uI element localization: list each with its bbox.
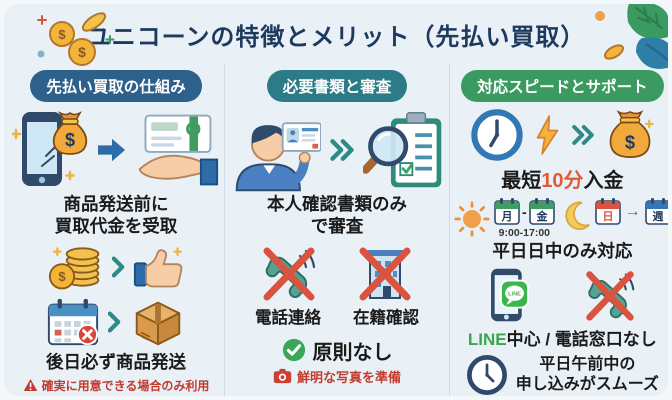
money-then-ok-illustration: $ bbox=[48, 242, 185, 292]
moneybag-dollar-glyph: $ bbox=[65, 130, 75, 150]
caption-line: 商品発送前に bbox=[63, 194, 169, 214]
line-support-caption: LINE中心 / 電話窓口なし bbox=[468, 325, 657, 350]
line-rest: 中心 / 電話窓口なし bbox=[506, 329, 657, 349]
line-vs-phone-illustration: LINE bbox=[485, 267, 639, 323]
warning-note: 確実に用意できる場合のみ利用 bbox=[23, 377, 210, 394]
no-contact-labels: 電話連絡 在籍確認 bbox=[255, 304, 419, 328]
no-phone-call-icon bbox=[258, 244, 320, 302]
label-phone-contact: 電話連絡 bbox=[255, 308, 321, 327]
deposit-highlight: 10分 bbox=[541, 170, 584, 192]
chevron-right-icon bbox=[111, 256, 125, 278]
column3-heading-pill: 対応スピードとサポート bbox=[461, 70, 664, 102]
no-phone-call-icon bbox=[581, 268, 639, 322]
caption-ship-later: 後日必ず商品発送 bbox=[46, 351, 186, 372]
no-contact-illustration bbox=[258, 244, 416, 302]
clock-icon bbox=[466, 354, 508, 396]
chevron-right-icon bbox=[107, 311, 121, 333]
header: $ $ ユニコーンの特徴とメリット（先払い買取） bbox=[4, 4, 668, 69]
fast-deposit-illustration: $ bbox=[470, 108, 655, 162]
magnifier-clipboard-icon bbox=[363, 108, 445, 192]
principle-row: 原則なし bbox=[282, 336, 393, 365]
caption-line: 平日午前中の bbox=[539, 355, 636, 373]
coin-dollar-glyph: $ bbox=[58, 27, 66, 42]
person-with-id-icon bbox=[229, 108, 321, 192]
deposit-prefix: 最短 bbox=[501, 170, 542, 192]
deposit-caption: 最短10分入金 bbox=[501, 164, 623, 193]
calendar-monday-icon: 月 bbox=[494, 197, 520, 226]
calendar-sunday-label: 日 bbox=[602, 210, 613, 223]
leaves-decoration-icon bbox=[578, 4, 668, 70]
clock-icon bbox=[470, 108, 524, 162]
arrow-right-icon bbox=[98, 137, 126, 163]
column-purchase-mechanism: 先払い買取の仕組み $ bbox=[8, 64, 225, 396]
no-office-building-icon bbox=[354, 244, 416, 302]
smartphone-moneybag-icon: $ bbox=[12, 108, 90, 192]
caption-id-only: 本人確認書類のみ で審査 bbox=[267, 194, 407, 238]
column-speed-support: 対応スピードとサポート bbox=[450, 64, 668, 396]
calendar-sunday-icon: 日 bbox=[594, 197, 621, 226]
warning-text: 確実に用意できる場合のみ利用 bbox=[41, 378, 210, 393]
schedule-illustration: 月 - 金 9:00-17:00 bbox=[454, 197, 668, 239]
coin-dollar-glyph: $ bbox=[58, 269, 66, 284]
caption-line: 申し込みがスムーズ bbox=[515, 375, 659, 393]
double-chevron-icon bbox=[571, 123, 595, 147]
check-circle-icon bbox=[282, 338, 306, 362]
phone-to-giftcard-illustration: $ bbox=[12, 108, 220, 192]
moneybag-dollar-glyph: $ bbox=[625, 131, 635, 152]
id-review-illustration bbox=[229, 108, 445, 192]
range-dash: - bbox=[522, 203, 527, 220]
page-title: ユニコーンの特徴とメリット（先払い買取） bbox=[86, 23, 586, 51]
weekday-calendars-group: 月 - 金 9:00-17:00 bbox=[494, 197, 555, 239]
photo-note: 鮮明な写真を準備 bbox=[273, 367, 401, 386]
coins-decoration-icon: $ $ bbox=[34, 10, 120, 66]
calendar-x-icon bbox=[46, 296, 100, 348]
double-chevron-icon bbox=[329, 137, 355, 163]
warning-triangle-icon bbox=[23, 378, 38, 392]
calendar-week-icon: 週 bbox=[644, 197, 668, 226]
calendar-week-label: 週 bbox=[652, 209, 663, 223]
thumbs-up-icon bbox=[133, 243, 185, 291]
calendar-then-box-illustration bbox=[46, 296, 187, 348]
smooth-application-row: 平日午前中の 申し込みがスムーズ bbox=[466, 354, 659, 396]
caption-line: 買取代金を受取 bbox=[54, 215, 178, 236]
principle-text: 原則なし bbox=[312, 341, 393, 364]
caption-line: で審査 bbox=[310, 215, 364, 236]
line-highlight: LINE bbox=[467, 329, 507, 349]
photo-note-text: 鮮明な写真を準備 bbox=[296, 369, 401, 385]
deposit-suffix: 入金 bbox=[583, 170, 624, 192]
calendar-friday-icon: 金 bbox=[528, 197, 555, 226]
business-hours: 9:00-17:00 bbox=[498, 227, 551, 239]
weekday-caption: 平日日中のみ対応 bbox=[492, 241, 633, 261]
column-documents-screening: 必要書類と審査 bbox=[225, 64, 450, 396]
line-phone-icon: LINE bbox=[485, 267, 535, 323]
camera-icon bbox=[273, 368, 292, 384]
column1-heading-pill: 先払い買取の仕組み bbox=[30, 70, 202, 102]
caption-before-shipping: 商品発送前に 買取代金を受取 bbox=[55, 194, 178, 238]
coin-stack-icon: $ bbox=[48, 242, 104, 292]
columns: 先払い買取の仕組み $ bbox=[4, 64, 668, 396]
smooth-application-caption: 平日午前中の 申し込みがスムーズ bbox=[516, 355, 659, 395]
infographic-card: $ $ ユニコーンの特徴とメリット（先払い買取） 先払い買取の仕組み bbox=[4, 4, 668, 396]
caption-line: 本人確認書類のみ bbox=[267, 194, 407, 214]
column2-heading-pill: 必要書類と審査 bbox=[266, 70, 408, 102]
calendar-monday-label: 月 bbox=[501, 210, 513, 223]
calendar-friday-label: 金 bbox=[535, 209, 548, 223]
giftcard-in-hand-icon bbox=[134, 110, 220, 190]
line-badge-text: LINE bbox=[508, 291, 521, 297]
arrow-right-glyph: → bbox=[624, 203, 641, 220]
coin-dollar-glyph: $ bbox=[78, 44, 86, 60]
moon-icon bbox=[559, 199, 591, 233]
moneybag-icon: $ bbox=[605, 109, 655, 161]
label-employment-check: 在籍確認 bbox=[353, 308, 419, 327]
sun-icon bbox=[454, 201, 490, 237]
lightning-bolt-icon bbox=[534, 113, 561, 157]
shipping-box-icon bbox=[129, 297, 187, 347]
